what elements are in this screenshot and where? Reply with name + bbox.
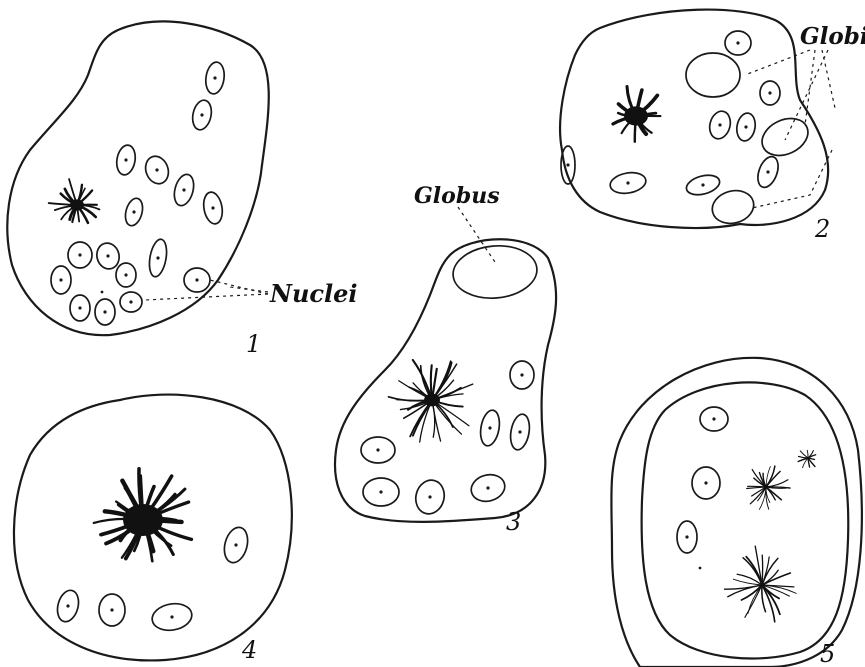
cell-2-aster (613, 86, 660, 141)
cell-5-aster-large (724, 546, 796, 622)
nucleus (123, 196, 146, 227)
cell-1-aster (49, 179, 100, 223)
cell-3: Globus 3 (335, 183, 556, 536)
figure-number-1: 1 (246, 330, 261, 358)
globus-body (709, 186, 758, 228)
cell-5-aster-small (798, 450, 816, 468)
nucleus (201, 191, 224, 226)
nucleus (468, 471, 508, 505)
nucleus (363, 478, 399, 506)
figure-number-4: 4 (241, 636, 257, 664)
nucleus (754, 154, 782, 190)
nucleus (99, 594, 125, 626)
cell-1-nuclei (51, 61, 226, 325)
cell-5-aster-medium (747, 466, 790, 509)
nucleus (116, 263, 136, 287)
nucleus (184, 268, 210, 292)
aster-ray (745, 585, 762, 617)
cell-4: 4 (14, 395, 292, 664)
nuclei-label-text: Nuclei (269, 279, 358, 308)
nucleus (478, 409, 502, 448)
cell-5-outer-outline (611, 358, 862, 667)
nucleus (510, 361, 534, 389)
nucleus (760, 81, 780, 105)
cell-5-nuclei (677, 407, 728, 553)
nucleus (171, 172, 197, 208)
nucleus (684, 172, 722, 198)
aster-ray (724, 585, 762, 589)
cell-1-outline (7, 21, 268, 335)
nucleus (735, 112, 758, 143)
nucleus (147, 238, 169, 278)
nucleus (68, 242, 92, 268)
nucleus (700, 407, 728, 431)
nucleus (221, 525, 252, 565)
globus-body (451, 242, 539, 301)
nucleus (204, 61, 226, 95)
globus-body (756, 111, 814, 162)
aster-ray (748, 486, 766, 487)
figure-number-2: 2 (814, 215, 830, 243)
nucleus (142, 153, 172, 187)
aster-ray (762, 555, 763, 585)
nucleus (70, 295, 90, 321)
nucleus (725, 31, 751, 55)
figure-number-5: 5 (820, 640, 835, 667)
cell-3-aster (388, 360, 472, 442)
aster-ray (635, 116, 636, 142)
nucleus (190, 98, 214, 131)
nucleus (120, 292, 142, 312)
cell-1: Nuclei 1 (7, 21, 357, 358)
cell-2: Globi 2 (560, 10, 865, 243)
nuclei-label: Nuclei (145, 279, 358, 308)
nucleus (508, 413, 532, 452)
aster-ray (755, 546, 762, 585)
globus-body (686, 53, 740, 97)
nucleus (95, 299, 115, 325)
nucleus (51, 266, 71, 294)
aster-ray (807, 450, 808, 458)
globus-label: Globus (414, 183, 500, 265)
globus-label-text: Globus (414, 183, 500, 209)
cell-4-aster (94, 469, 192, 561)
cell-5: 5 (611, 358, 862, 667)
nucleus (677, 521, 697, 553)
cell-2-globi (686, 53, 814, 228)
nucleus (692, 467, 720, 499)
nucleus (412, 477, 448, 517)
globi-label: Globi (745, 23, 865, 208)
nucleus (54, 588, 82, 624)
globi-label-text: Globi (800, 23, 865, 50)
figure-number-3: 3 (506, 508, 521, 536)
cell-3-nuclei (361, 361, 534, 517)
nucleus (707, 109, 734, 141)
nucleus (150, 601, 194, 634)
aster-ray (143, 520, 182, 522)
nucleus (115, 144, 138, 177)
nucleus (609, 170, 648, 196)
cell-4-nuclei (54, 525, 251, 634)
cell-2-nuclei (561, 31, 782, 198)
nucleus (361, 437, 395, 463)
